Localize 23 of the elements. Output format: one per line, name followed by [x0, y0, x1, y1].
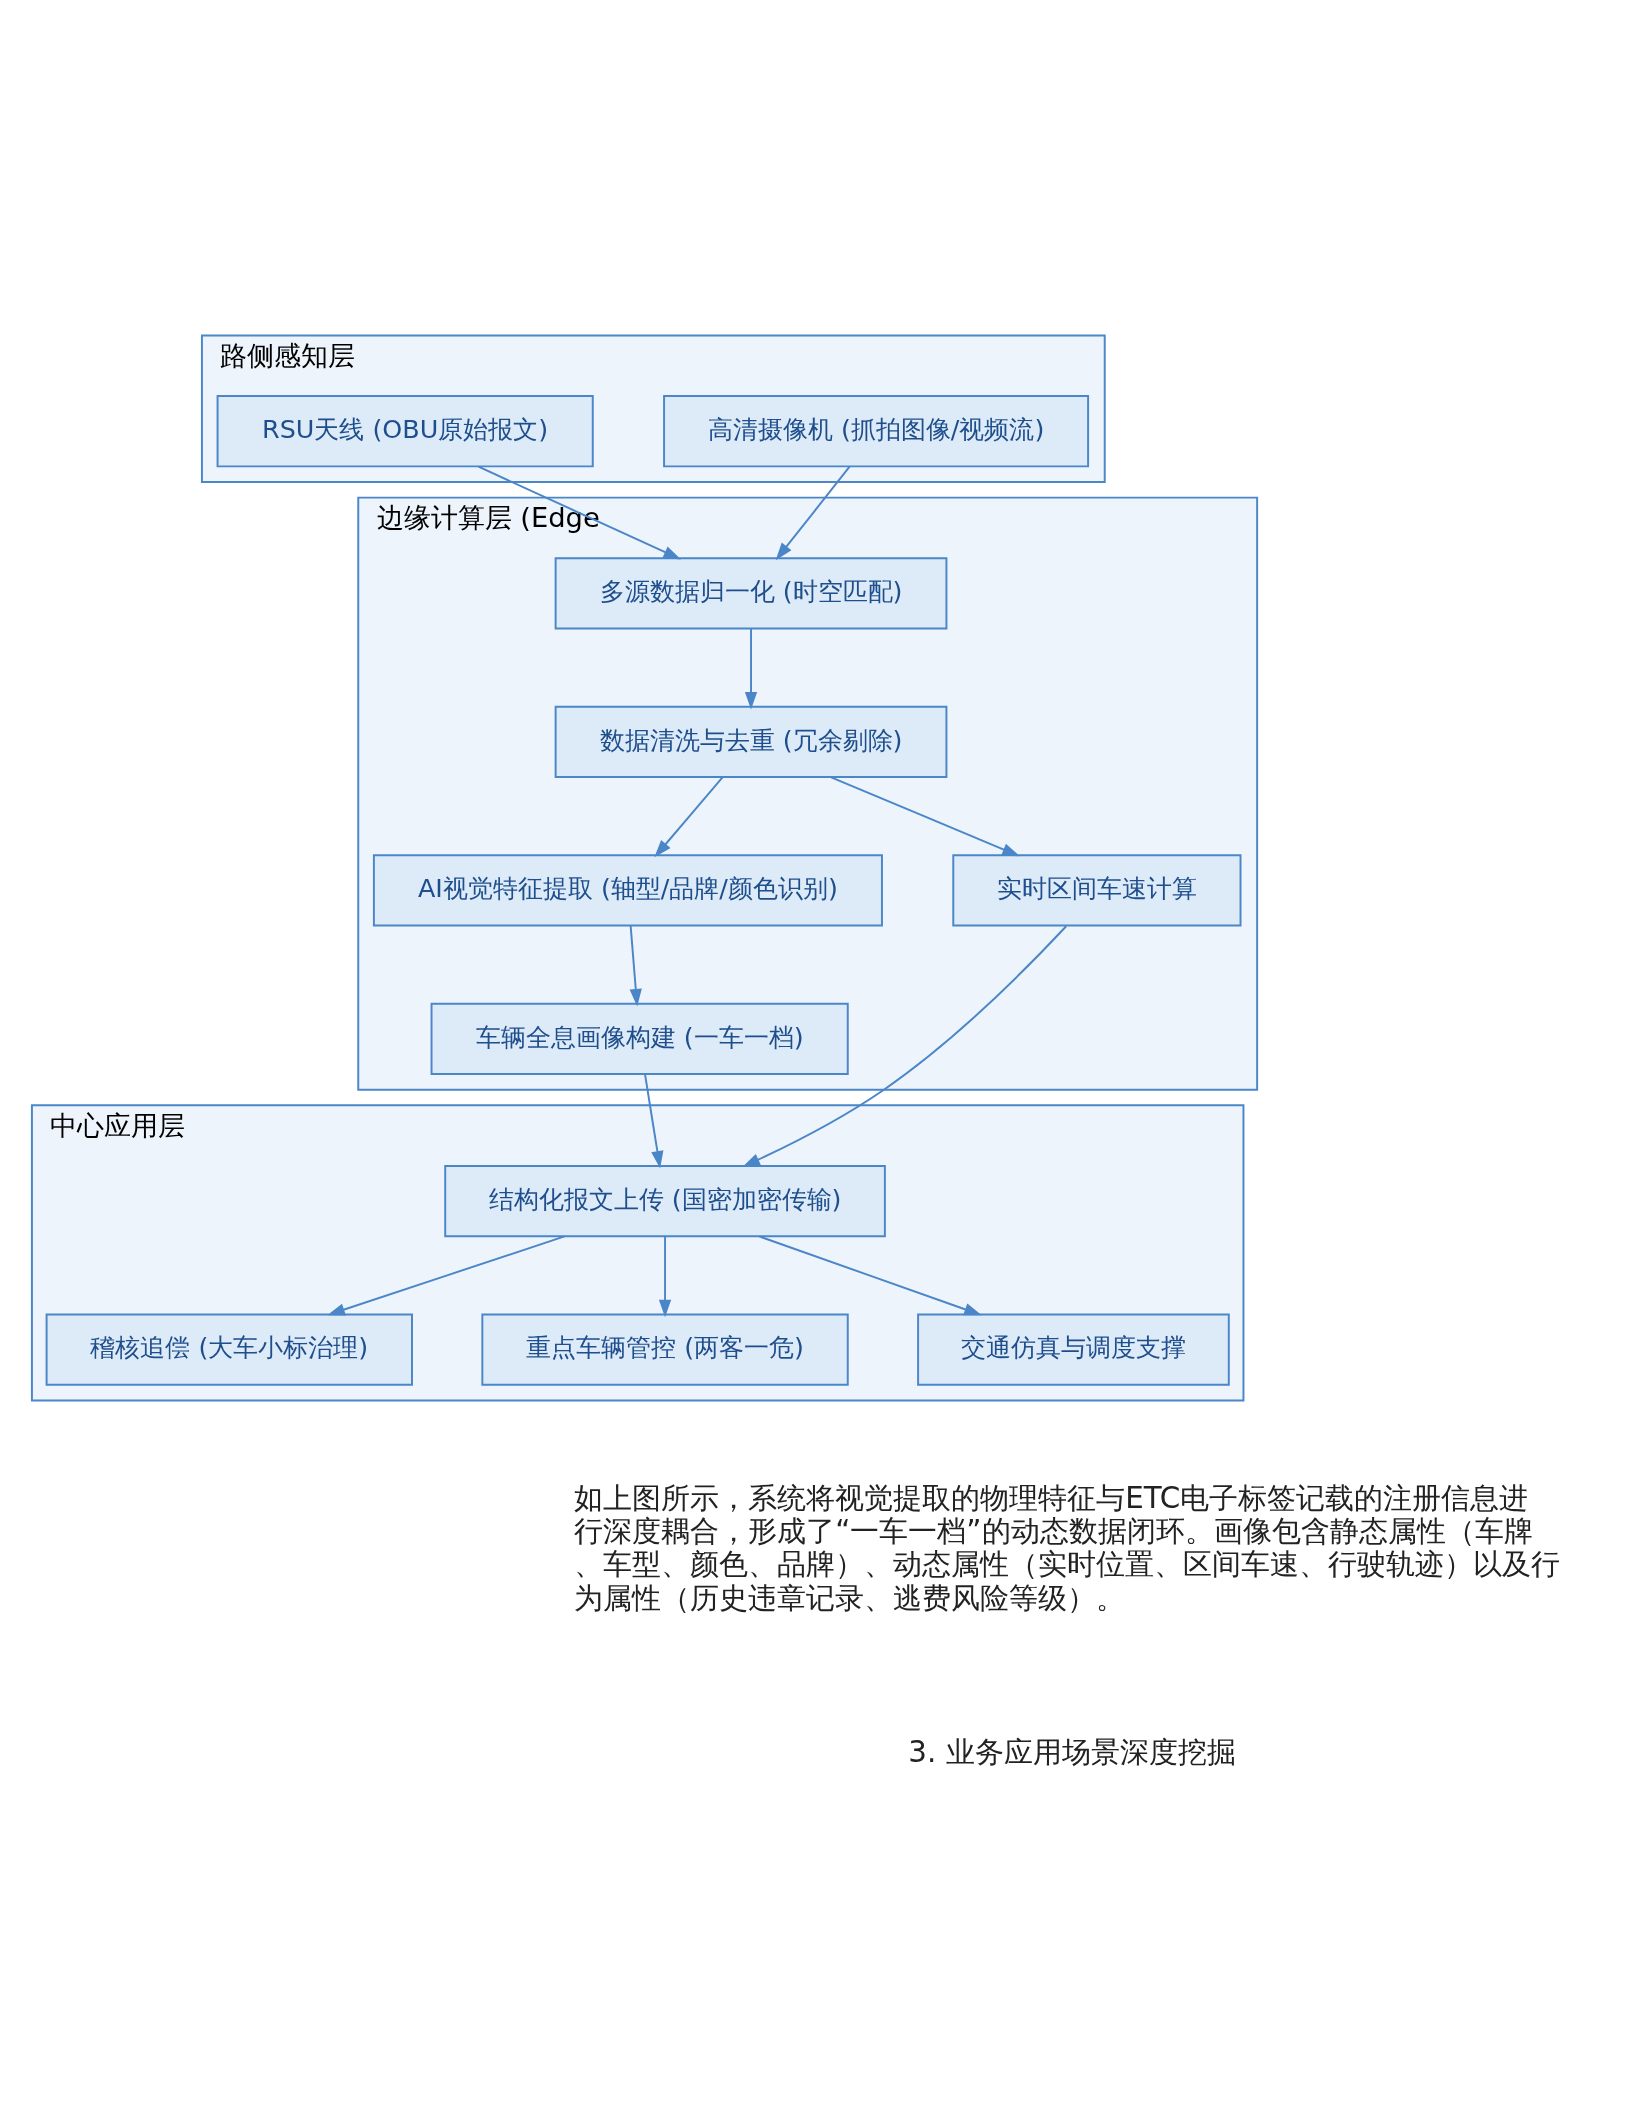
arrow — [744, 627, 758, 710]
arrow — [758, 1234, 982, 1315]
node-box: 结构化报文上传 (国密加密传输) — [444, 1164, 886, 1237]
label: 如上图所示，系统将视觉提取的物理特征与ETC电子标签记载的注册信息进行深度耦合，形成了“一车一档”的动态数据闭环。画像包含静态属性（车牌、车型、颜色、品牌）、动态属性（实时位置、区间车速、行驶轨迹）以及行为属性（历史违章记录、逃费风险等级）。 — [574, 1480, 1561, 1615]
arrow — [644, 1072, 664, 1169]
arrow — [654, 775, 724, 857]
arrow — [327, 1234, 566, 1315]
node-box: AI视觉特征提取 (轴型/品牌/颜色识别) — [372, 853, 883, 927]
node-box: 重点车辆管控 (两客一危) — [481, 1312, 849, 1386]
node-box: 多源数据归一化 (时空匹配) — [554, 556, 948, 630]
node-box: 车辆全息画像构建 (一车一档) — [430, 1002, 849, 1075]
node-box: RSU天线 (OBU原始报文) — [216, 394, 594, 467]
arrow — [658, 1235, 672, 1317]
node-box: 交通仿真与调度支撑 — [917, 1312, 1230, 1386]
arrow — [629, 924, 642, 1007]
arrow — [477, 465, 682, 559]
node-box: 数据清洗与去重 (冗余剔除) — [554, 705, 948, 778]
label: 3. 业务应用场景深度挖掘 — [908, 1734, 1236, 1769]
arrow — [742, 924, 1068, 1167]
node-box: 高清摄像机 (抓拍图像/视频流) — [663, 394, 1090, 467]
arrow — [830, 775, 1020, 856]
node-box: 实时区间车速计算 — [952, 853, 1242, 927]
node-box: 稽核追偿 (大车小标治理) — [45, 1312, 413, 1386]
